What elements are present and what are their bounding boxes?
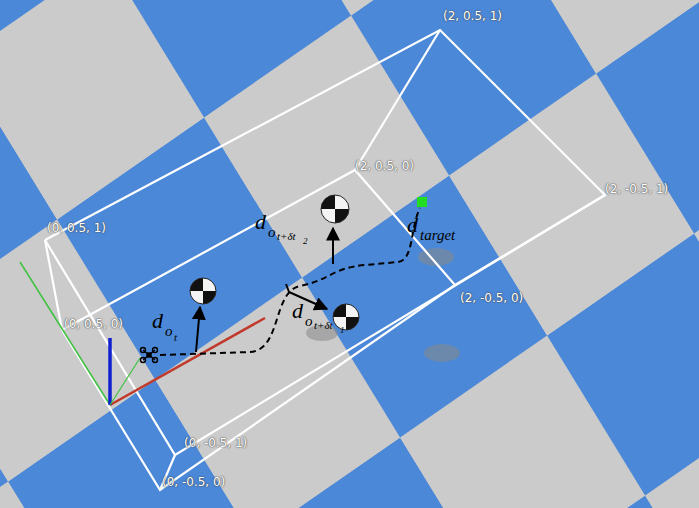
math-label: d — [292, 300, 303, 322]
coordinate-label: (0, 0.5, 1) — [47, 222, 106, 234]
math-label: t+δt — [277, 231, 296, 242]
sphere — [190, 278, 216, 304]
math-label: t+δt — [314, 320, 333, 331]
distance-arrows — [196, 228, 333, 352]
coordinate-label: (0, -0.5, 0) — [162, 476, 225, 488]
coordinate-label: (0, 0.5, 0) — [64, 318, 123, 330]
sphere — [333, 304, 359, 330]
wireframe-box — [45, 30, 605, 490]
math-label: d — [407, 214, 418, 236]
math-label: target — [420, 228, 455, 243]
sphere — [321, 195, 349, 223]
drone-icon — [141, 348, 158, 363]
obstacle-spheres — [190, 195, 359, 330]
coordinate-label: (2, -0.5, 0) — [460, 292, 523, 304]
trajectory — [160, 208, 420, 355]
math-label: o — [268, 225, 276, 240]
math-label: 1 — [340, 326, 345, 335]
floor-tile — [498, 0, 699, 73]
target-marker — [417, 197, 427, 207]
coordinate-label: (2, 0.5, 1) — [443, 10, 502, 22]
math-label: t — [174, 332, 177, 343]
math-label: d — [255, 211, 266, 233]
math-label: d — [152, 310, 163, 332]
coordinate-label: (0, -0.5, 1) — [184, 437, 247, 449]
coordinate-label: (2, 0.5, 0) — [355, 160, 414, 172]
math-label: 2 — [303, 237, 308, 246]
floor-tile — [0, 0, 106, 59]
coordinate-label: (2, -0.5, 1) — [605, 183, 668, 195]
axes — [20, 262, 265, 405]
math-label: o — [305, 314, 313, 329]
floor-tile — [106, 0, 351, 117]
math-label: o — [165, 324, 173, 339]
